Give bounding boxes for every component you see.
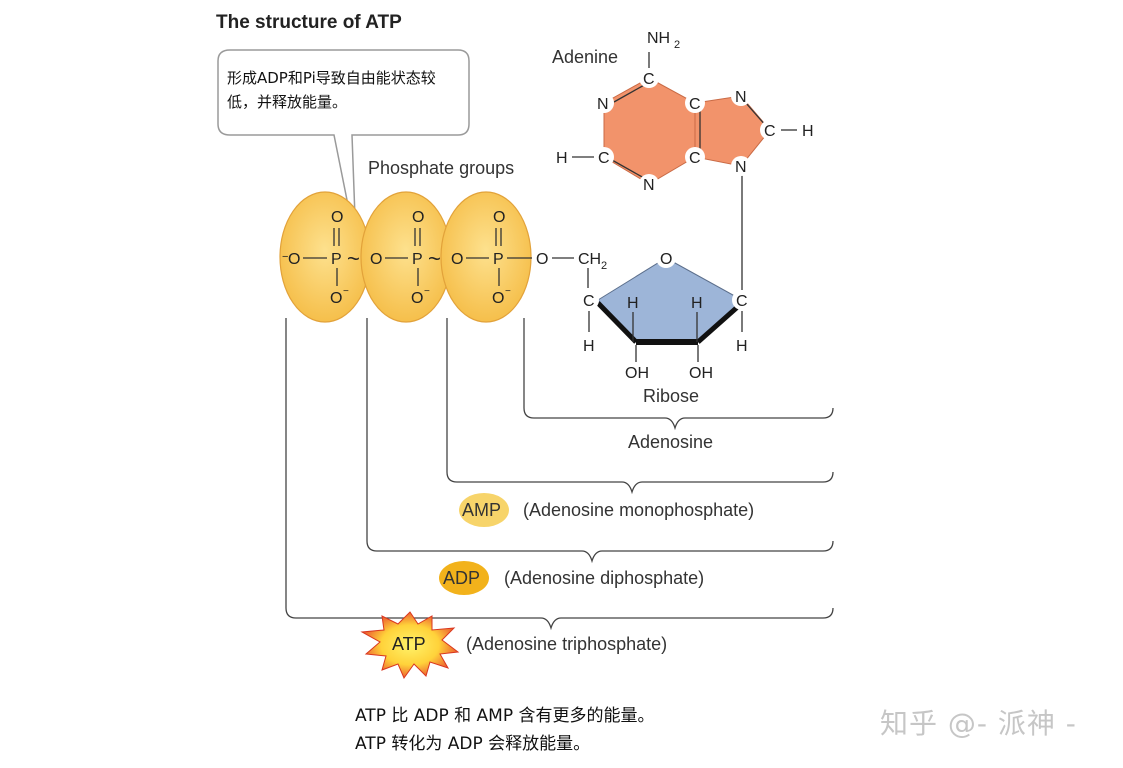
phosphate-groups-label: Phosphate groups <box>368 158 514 178</box>
atom-minus: − <box>282 251 288 263</box>
adenine-five-ring <box>694 95 771 167</box>
callout-bubble <box>217 49 470 246</box>
atom-subscript: 2 <box>601 260 607 272</box>
atp-star-burst <box>360 611 460 680</box>
diagram-title: The structure of ATP <box>216 12 402 33</box>
atom-c: C <box>598 150 610 167</box>
phosphate-chain: − O P O O − ~ O P O O − ~ O P O O − O <box>282 209 607 307</box>
ribose-label: Ribose <box>643 386 699 406</box>
atom-c: C <box>736 293 748 310</box>
high-energy-bond: ~ <box>347 246 360 271</box>
atom-n: N <box>735 159 747 176</box>
adenine-six-ring <box>603 77 696 185</box>
atom-c: C <box>689 96 701 113</box>
note-line-1: ATP 比 ADP 和 AMP 含有更多的能量。 <box>355 706 655 726</box>
atom-o: O <box>288 251 300 268</box>
atom-c: C <box>583 293 595 310</box>
atp-bracket <box>285 318 834 631</box>
atom-h: H <box>627 295 639 312</box>
watermark: 知乎 @- 派神 - <box>880 707 1077 740</box>
atom-p: P <box>331 251 342 268</box>
explanation-notes: ATP 比 ADP 和 AMP 含有更多的能量。 ATP 转化为 ADP 会释放… <box>355 702 654 758</box>
atom-n: N <box>643 177 655 194</box>
amp-bracket <box>446 318 834 495</box>
atom-o: O <box>536 251 548 268</box>
brackets <box>285 318 834 631</box>
atom-o: O <box>493 209 505 226</box>
atom-o: O <box>412 209 424 226</box>
atom-nh: NH <box>647 30 670 47</box>
adenine-label: Adenine <box>552 47 618 67</box>
adenosine-label: Adenosine <box>628 432 713 452</box>
atp-badge-text: ATP <box>392 634 426 654</box>
atom-h: H <box>802 123 814 140</box>
ribose-atoms: O C C H H H H OH OH <box>579 248 752 382</box>
amp-badge-text: AMP <box>462 500 501 520</box>
atom-o: O <box>451 251 463 268</box>
atom-c: C <box>689 150 701 167</box>
adp-bracket <box>366 318 834 564</box>
high-energy-bond: ~ <box>428 246 441 271</box>
adenosine-bracket <box>523 318 834 431</box>
atom-o: O <box>370 251 382 268</box>
adp-badge <box>439 561 489 595</box>
atom-minus: − <box>505 286 511 297</box>
atom-oh: OH <box>689 365 713 382</box>
callout-text: 形成ADP和Pi导致自由能状态较低，并释放能量。 <box>227 69 436 111</box>
amp-description: (Adenosine monophosphate) <box>523 500 754 520</box>
atom-h: H <box>583 338 595 355</box>
phosphate-group-3 <box>440 191 532 323</box>
adp-description: (Adenosine diphosphate) <box>504 568 704 588</box>
amp-badge <box>459 493 509 527</box>
ribose-ring <box>597 257 743 343</box>
atom-c: C <box>643 71 655 88</box>
atom-minus: − <box>343 286 349 297</box>
atom-h: H <box>736 338 748 355</box>
atom-c: C <box>764 123 776 140</box>
atom-o: O <box>492 290 504 307</box>
atom-n: N <box>735 89 747 106</box>
atom-subscript: 2 <box>674 39 680 51</box>
atom-o: O <box>411 290 423 307</box>
atom-p: P <box>412 251 423 268</box>
atom-o: O <box>660 251 672 268</box>
adp-badge-text: ADP <box>443 568 480 588</box>
atom-minus: − <box>424 286 430 297</box>
atom-ch: CH <box>578 251 601 268</box>
adenine-double-bonds <box>611 83 767 179</box>
note-line-2: ATP 转化为 ADP 会释放能量。 <box>355 734 591 754</box>
atom-o: O <box>330 290 342 307</box>
atom-h: H <box>691 295 703 312</box>
atom-n: N <box>597 96 609 113</box>
atom-h: H <box>556 150 568 167</box>
atom-oh: OH <box>625 365 649 382</box>
atom-o: O <box>331 209 343 226</box>
atp-description: (Adenosine triphosphate) <box>466 634 667 654</box>
atom-p: P <box>493 251 504 268</box>
adenine-atoms: C C C N C N N C N NH 2 H H <box>556 30 814 194</box>
